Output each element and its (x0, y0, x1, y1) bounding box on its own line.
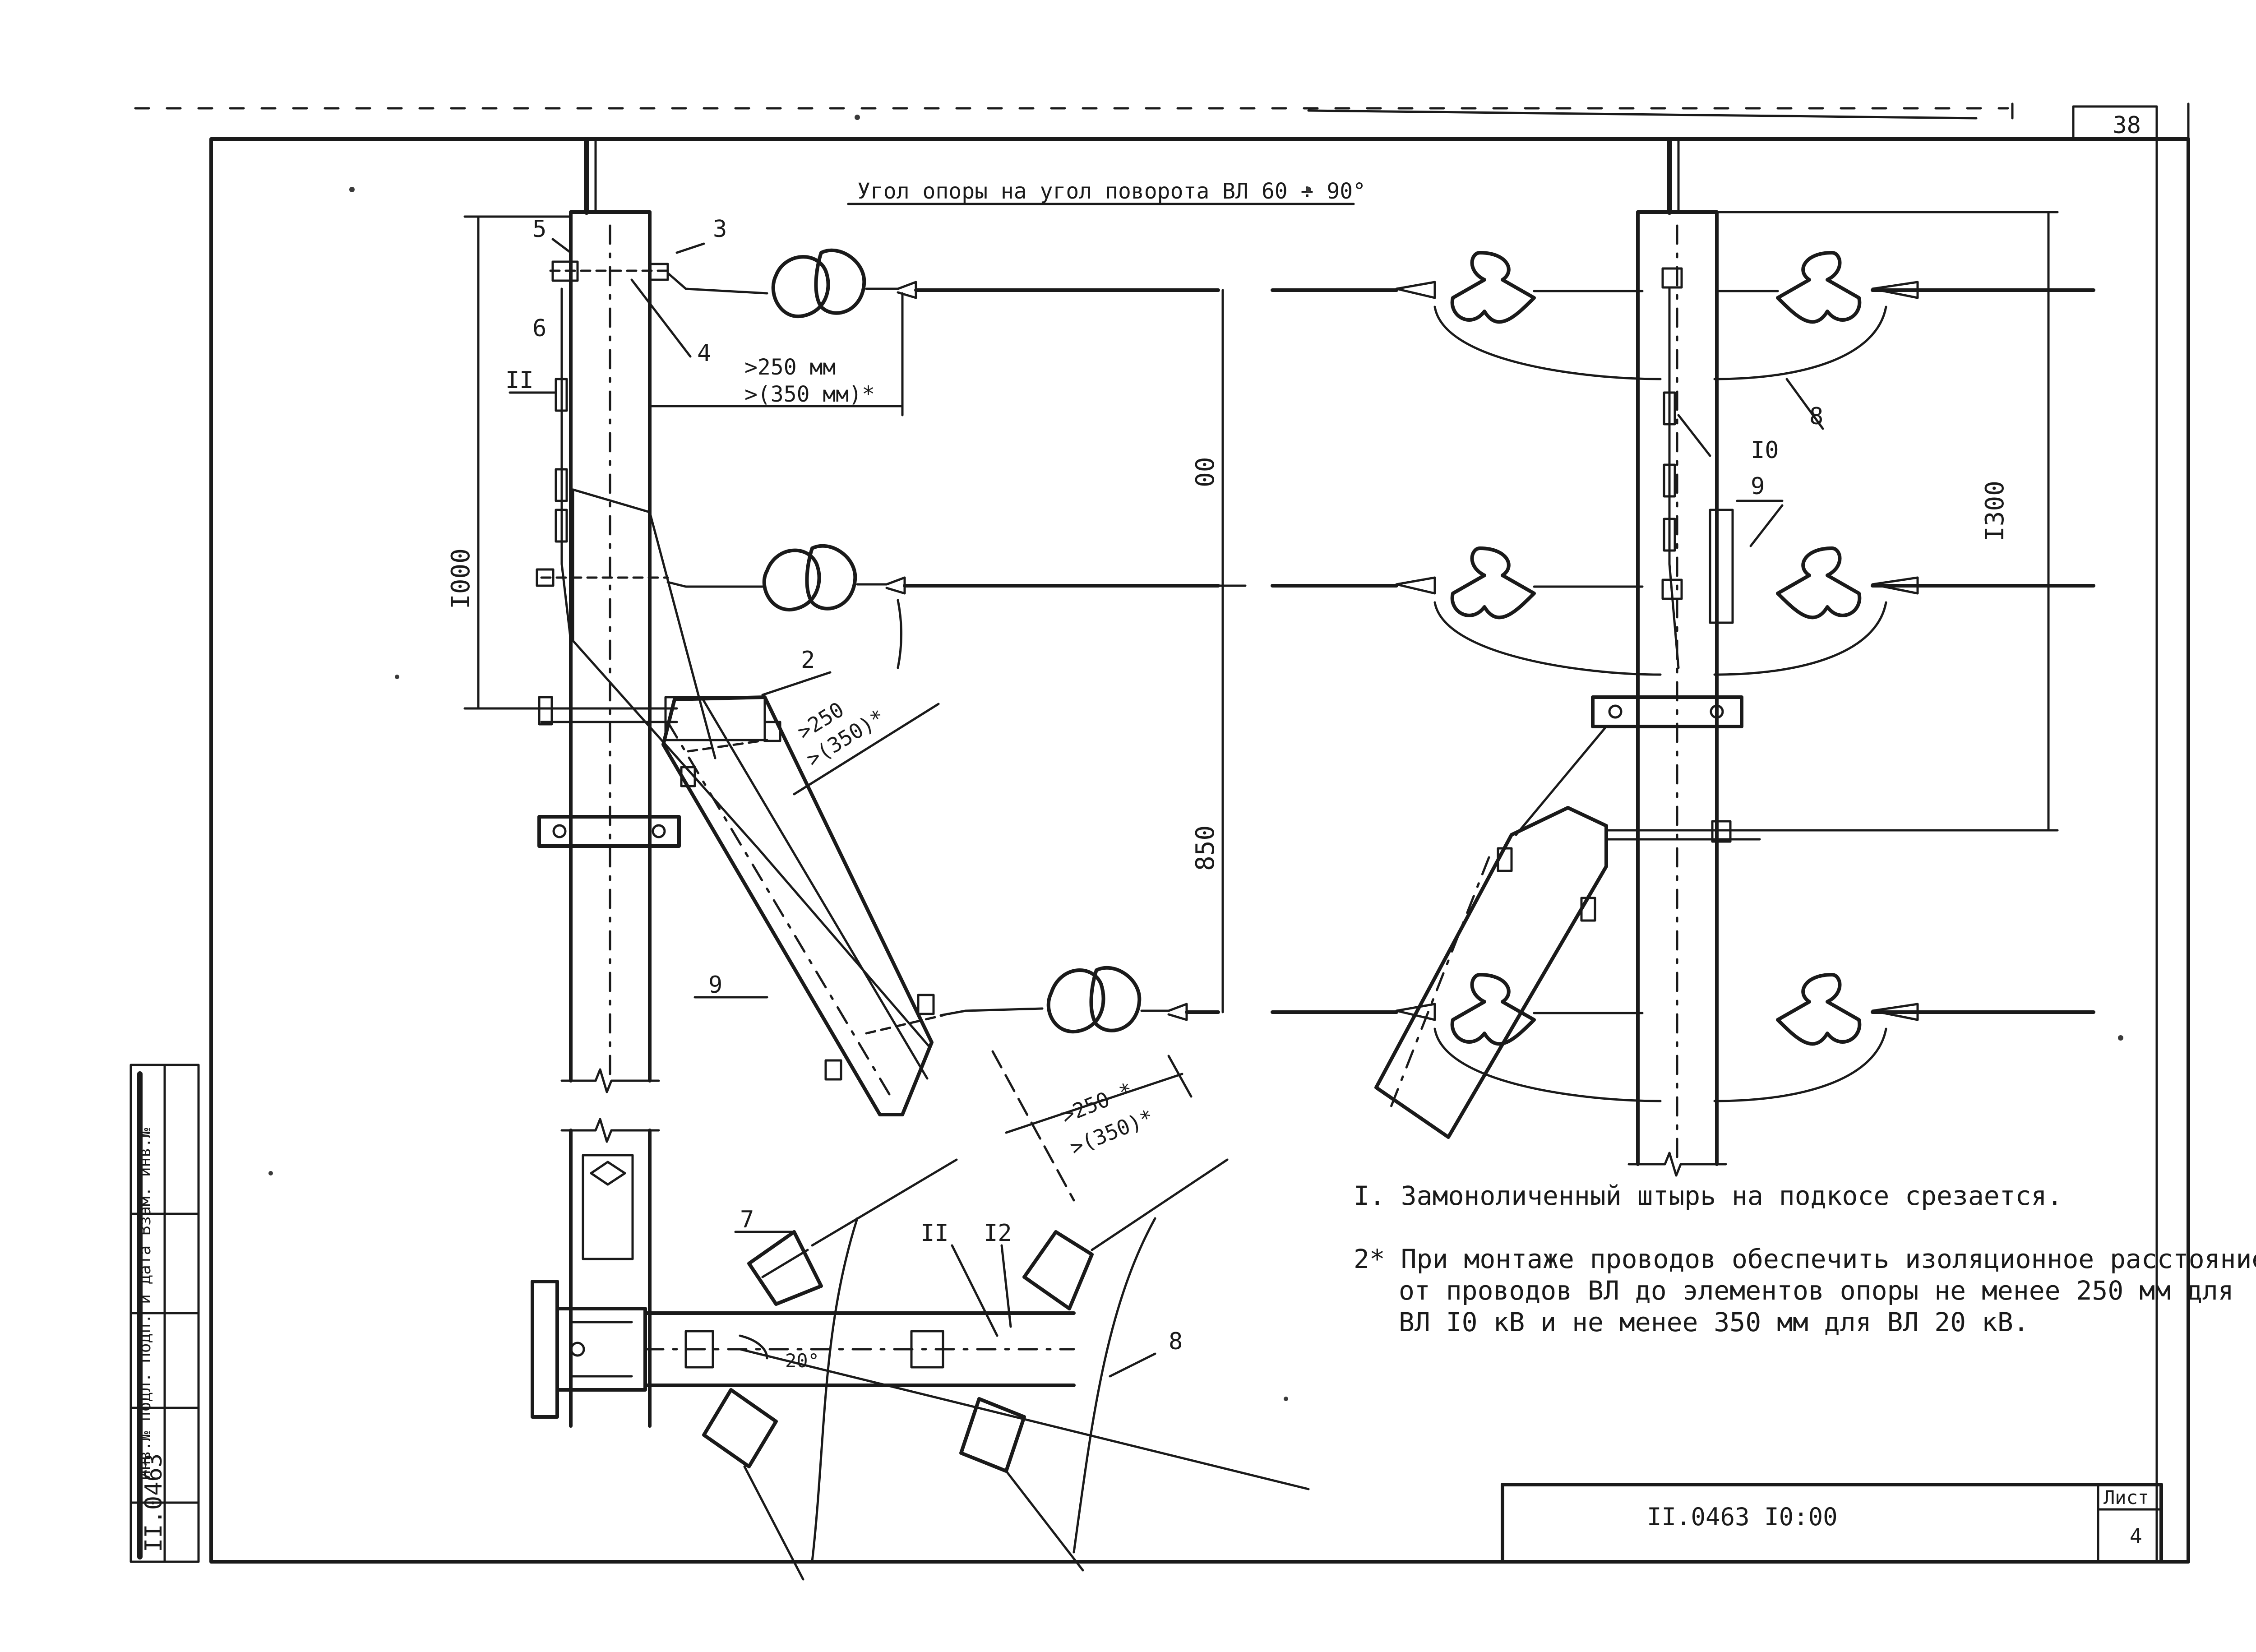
left-pole-view (463, 137, 1247, 1428)
callout-5: 5 (532, 216, 546, 243)
note-1: I. Замоноличенный штырь на подкосе среза… (1354, 1180, 2062, 1211)
title-block-sheet-number: 4 (2130, 1524, 2142, 1548)
callout-2: 2 (801, 647, 815, 674)
callout-7: 7 (740, 1206, 754, 1233)
callout-8-right: 8 (1809, 403, 1823, 430)
drawing-title: Угол опоры на угол поворота ВЛ 60 ÷ 90° (857, 179, 1366, 204)
callout-3: 3 (713, 216, 727, 243)
title-block-code: II.0463 I0:00 (1647, 1503, 1838, 1531)
callout-6: 6 (532, 315, 546, 342)
sheet-frame: 38 (129, 102, 2190, 1564)
notes-block: I. Замоноличенный штырь на подкосе среза… (1354, 1180, 2256, 1337)
note-2-line3: ВЛ I0 кВ и не менее 350 мм для ВЛ 20 кВ. (1399, 1307, 2029, 1337)
margin-vertical-code: II.0463 (140, 1453, 167, 1552)
dim-850: 850 (1191, 825, 1220, 871)
callout-10: I0 (1751, 437, 1779, 464)
title-block: II.0463 I0:00 Лист 4 (1501, 1483, 2163, 1564)
note-2-line2: от проводов ВЛ до элементов опоры не мен… (1399, 1275, 2234, 1306)
dim-00: 00 (1191, 457, 1220, 487)
angle-20: 20° (785, 1350, 819, 1372)
note-2-line1: 2* При монтаже проводов обеспечить изоля… (1354, 1244, 2256, 1274)
sheet-top-number: 38 (2113, 112, 2141, 139)
title-block-sheet-label: Лист (2103, 1486, 2149, 1509)
callout-labels: 5 6 II 3 4 2 9 9 I0 8 7 II I2 8 (505, 216, 1824, 1378)
margin-stamp-text: Инв.№ подл. Подп. и дата Взам. инв.№ (136, 1128, 154, 1480)
callout-9-left: 9 (708, 972, 722, 999)
callout-9-right: 9 (1751, 473, 1765, 500)
dimension-texts: I000 I300 850 00 >250 мм >(350 мм)* >250… (446, 355, 2010, 1372)
clearance-top-250: >250 мм (744, 355, 836, 380)
dim-1300: I300 (1980, 481, 2010, 541)
callout-11-bottom: II (920, 1220, 949, 1247)
clearance-top-350: >(350 мм)* (744, 382, 875, 407)
dim-1000: I000 (446, 548, 476, 609)
scan-specks (268, 115, 2123, 1401)
callout-12: I2 (984, 1220, 1012, 1247)
bottom-plan-view (531, 1158, 1310, 1581)
right-pole-view (1271, 137, 2095, 1177)
callout-8-bottom: 8 (1169, 1328, 1183, 1355)
callout-4: 4 (697, 340, 711, 367)
callout-11-left: II (505, 367, 534, 394)
